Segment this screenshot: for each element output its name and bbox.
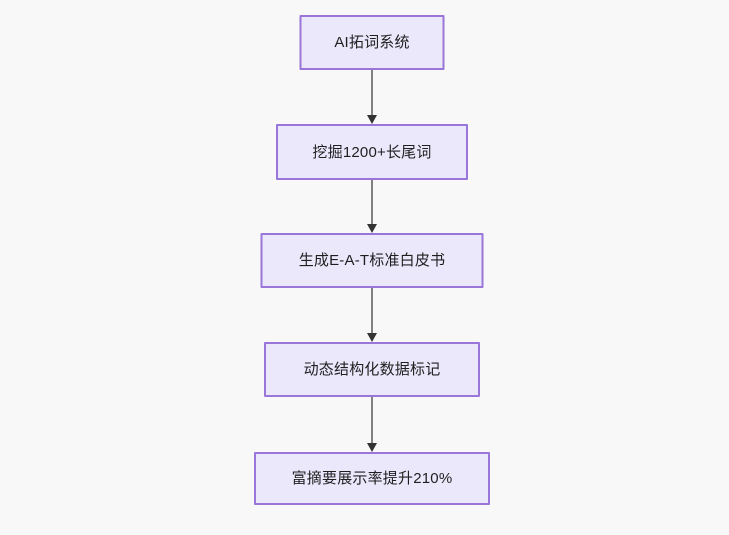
flowchart-node-n4[interactable]: 动态结构化数据标记 (264, 342, 480, 397)
flowchart-edge-e2 (365, 180, 379, 233)
flowchart-node-n1[interactable]: AI拓词系统 (299, 15, 445, 70)
flowchart-node-label: 生成E-A-T标准白皮书 (298, 252, 446, 269)
arrowhead-icon (367, 224, 377, 233)
flowchart-node-label: 动态结构化数据标记 (303, 361, 441, 378)
flowchart-node-n2[interactable]: 挖掘1200+长尾词 (276, 124, 468, 180)
flowchart-node-n5[interactable]: 富摘要展示率提升210% (254, 452, 490, 505)
flowchart-edge-e1 (365, 70, 379, 124)
flowchart-node-label: 富摘要展示率提升210% (291, 470, 453, 487)
flowchart-edge-e3 (365, 288, 379, 342)
flowchart-edge-e4 (365, 397, 379, 452)
edge-line (371, 397, 373, 444)
flowchart-node-label: 挖掘1200+长尾词 (312, 143, 432, 161)
flowchart-node-n3[interactable]: 生成E-A-T标准白皮书 (260, 233, 484, 288)
arrowhead-icon (367, 333, 377, 342)
edge-line (371, 70, 373, 116)
flowchart-node-label: AI拓词系统 (334, 34, 410, 51)
edge-line (371, 180, 373, 225)
arrowhead-icon (367, 443, 377, 452)
edge-line (371, 288, 373, 334)
arrowhead-icon (367, 115, 377, 124)
